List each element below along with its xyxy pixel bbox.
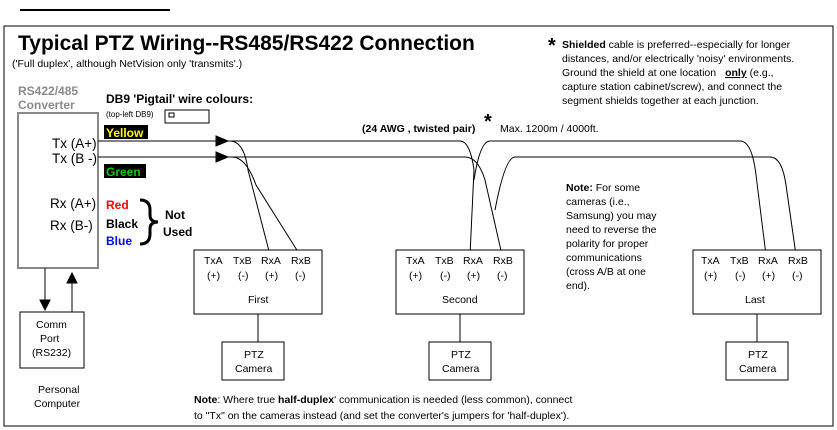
svg-text:(+): (+) xyxy=(409,270,422,282)
terminal-box xyxy=(692,249,822,315)
db9-connector-icon xyxy=(164,109,210,124)
shield-star: * xyxy=(548,35,556,57)
samsung-note-line-6: communications xyxy=(566,252,642,264)
shield-note-line-5: segment shields together at each junctio… xyxy=(562,95,759,107)
cable-star: * xyxy=(484,111,492,133)
converter-tx-pos: Tx (A+) xyxy=(52,136,97,151)
shield-note-line-4: capture station cabinet/screw), and conn… xyxy=(562,81,782,93)
svg-text:(-): (-) xyxy=(735,270,746,282)
comm-port-line1: Comm xyxy=(36,319,67,331)
samsung-note-line-1: Note: For some xyxy=(566,182,640,194)
bottom-note-line1: Note: Where true half-duplex' communicat… xyxy=(194,394,573,406)
svg-text:(+): (+) xyxy=(467,270,480,282)
not-used-2: Used xyxy=(163,225,192,239)
wire-yellow-label: Yellow xyxy=(106,126,144,140)
svg-text:Camera: Camera xyxy=(235,363,273,375)
yellow-swatch xyxy=(104,125,148,139)
samsung-note-line-2: cameras (i.e., xyxy=(566,196,630,208)
shield-note-line-1: Shielded cable is preferred--especially … xyxy=(562,39,791,51)
camera-first: TxA TxB RxA RxB (+) (-) (+) (-) First PT… xyxy=(193,249,323,381)
samsung-note-line-7: (cross A/B at one xyxy=(566,266,646,278)
svg-text:RxB: RxB xyxy=(493,255,513,267)
bottom-note-line2: to "Tx" on the cameras instead (and set … xyxy=(194,410,569,422)
pc-line2: Computer xyxy=(34,398,81,410)
svg-text:TxB: TxB xyxy=(233,255,252,267)
svg-text:TxA: TxA xyxy=(701,255,720,267)
converter-tx-neg: Tx (B -) xyxy=(52,151,97,166)
samsung-note-line-4: need to reverse the xyxy=(566,224,657,236)
wire-blue-label: Blue xyxy=(106,234,132,248)
svg-text:TxA: TxA xyxy=(406,255,425,267)
not-used-1: Not xyxy=(165,208,185,222)
svg-text:RxA: RxA xyxy=(463,255,483,267)
converter-title-1: RS422/485 xyxy=(18,84,78,98)
svg-text:(+): (+) xyxy=(265,270,278,282)
svg-text:Camera: Camera xyxy=(739,363,777,375)
camera-name: First xyxy=(248,294,268,306)
db9-title: DB9 'Pigtail' wire colours: xyxy=(106,92,253,106)
samsung-note-line-3: Samsung) you may xyxy=(566,210,657,222)
svg-text:PTZ: PTZ xyxy=(748,349,768,361)
shield-note-line-2: distances, and/or electrically 'noisy' e… xyxy=(562,53,794,65)
svg-text:(-): (-) xyxy=(497,270,508,282)
svg-text:PTZ: PTZ xyxy=(451,349,471,361)
db9-pin1-marker xyxy=(168,112,175,118)
brace-icon xyxy=(139,198,159,246)
svg-text:(-): (-) xyxy=(238,270,249,282)
camera-second: TxA TxB RxA RxB (+) (-) (+) (-) Second P… xyxy=(395,249,525,381)
svg-text:(+): (+) xyxy=(207,270,220,282)
converter-box xyxy=(17,112,99,269)
samsung-note-line-8: end). xyxy=(566,280,590,292)
converter-title-2: Converter xyxy=(18,98,75,112)
svg-text:(+): (+) xyxy=(762,270,775,282)
svg-text:RxA: RxA xyxy=(261,255,281,267)
pc-line1: Personal xyxy=(38,384,79,396)
rs232-link xyxy=(39,268,78,312)
ptz-box xyxy=(221,341,285,381)
svg-text:TxB: TxB xyxy=(730,255,749,267)
up-arrow-icon xyxy=(66,271,78,284)
ptz-box xyxy=(725,341,789,381)
samsung-note-line-5: polarity for proper xyxy=(566,238,649,250)
svg-text:Camera: Camera xyxy=(442,363,480,375)
svg-text:RxA: RxA xyxy=(758,255,778,267)
wire-bus xyxy=(98,135,797,256)
ptz-box xyxy=(428,341,492,381)
camera-last: TxA TxB RxA RxB (+) (-) (+) (-) Last PTZ… xyxy=(692,249,822,381)
svg-text:PTZ: PTZ xyxy=(244,349,264,361)
db9-subtitle: (top-left DB9) xyxy=(106,110,154,119)
camera-name: Second xyxy=(442,294,478,306)
green-swatch xyxy=(104,164,146,178)
wire-red-label: Red xyxy=(106,198,129,212)
terminal-box xyxy=(395,249,525,315)
svg-text:(-): (-) xyxy=(440,270,451,282)
camera-name: Last xyxy=(745,294,765,306)
svg-text:TxB: TxB xyxy=(435,255,454,267)
svg-text:(+): (+) xyxy=(704,270,717,282)
outer-frame xyxy=(3,25,834,427)
svg-text:(-): (-) xyxy=(792,270,803,282)
diagram-subtitle: ('Full duplex', although NetVision only … xyxy=(12,58,242,70)
terminal-box xyxy=(193,249,323,315)
wire-green-label: Green xyxy=(106,165,141,179)
svg-text:TxA: TxA xyxy=(204,255,223,267)
converter-rx-neg: Rx (B-) xyxy=(50,218,93,233)
svg-text:RxB: RxB xyxy=(291,255,311,267)
comm-port-line3: (RS232) xyxy=(32,347,71,359)
diagram-title: Typical PTZ Wiring--RS485/RS422 Connecti… xyxy=(18,32,475,55)
down-arrow-icon xyxy=(39,299,51,312)
cable-max: Max. 1200m / 4000ft. xyxy=(500,123,599,135)
cable-spec: (24 AWG , twisted pair) xyxy=(362,123,475,135)
comm-port-box xyxy=(19,311,85,369)
converter-rx-pos: Rx (A+) xyxy=(50,196,96,211)
svg-text:(-): (-) xyxy=(295,270,306,282)
wire-black-label: Black xyxy=(106,217,138,231)
svg-text:RxB: RxB xyxy=(788,255,808,267)
comm-port-line2: Port xyxy=(40,333,59,345)
